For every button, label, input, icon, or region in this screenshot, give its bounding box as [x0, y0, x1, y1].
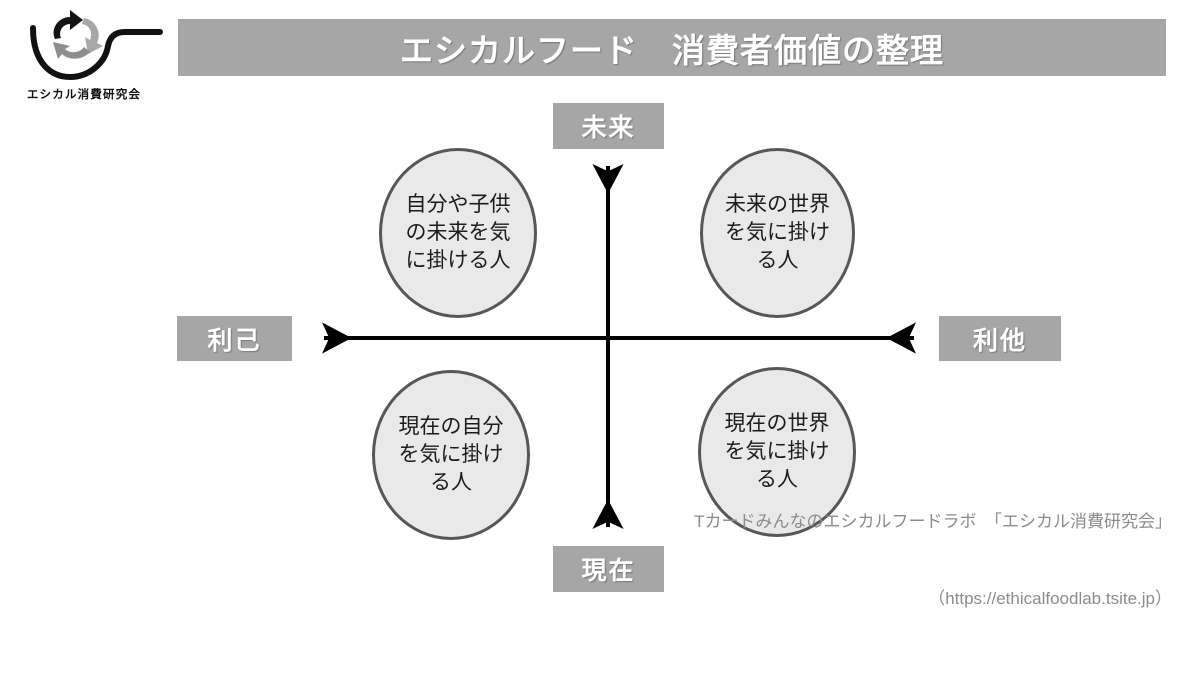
slide-footer: Tカードみんなのエシカルフードラボ 「エシカル消費研究会」 （https://e…: [694, 458, 1172, 662]
axis-label-left: 利己: [177, 316, 292, 361]
axis-label-right-text: 利他: [972, 326, 1027, 355]
quadrant-bubble-lower-right-text: 現在の世界を気に掛ける人: [724, 412, 830, 491]
axis-label-bottom: 現在: [553, 546, 664, 592]
quadrant-bubble-upper-left: 自分や子供の未来を気に掛ける人: [379, 148, 537, 318]
axis-label-top: 未来: [553, 103, 664, 149]
logo-caption: エシカル消費研究会: [26, 89, 142, 101]
axis-label-left-text: 利己: [207, 326, 262, 355]
quadrant-bubble-upper-right-text: 未来の世界を気に掛ける人: [725, 193, 830, 272]
footer-source-line: Tカードみんなのエシカルフードラボ 「エシカル消費研究会」: [694, 512, 1172, 531]
axis-label-top-text: 未来: [581, 114, 636, 142]
quadrant-bubble-lower-right: 現在の世界を気に掛ける人: [698, 367, 856, 537]
quadrant-bubble-lower-left: 現在の自分を気に掛ける人: [372, 370, 530, 540]
organization-logo: エシカル消費研究会: [8, 6, 168, 110]
axis-label-bottom-text: 現在: [581, 557, 636, 585]
quadrant-bubble-upper-left-text: 自分や子供の未来を気に掛ける人: [405, 193, 511, 272]
axis-label-right: 利他: [939, 316, 1061, 361]
spoon-recycle-icon: [30, 10, 163, 80]
footer-url-line: （https://ethicalfoodlab.tsite.jp）: [928, 588, 1172, 608]
slide-title-bar: エシカルフード 消費者価値の整理: [178, 19, 1166, 76]
page-title: エシカルフード 消費者価値の整理: [400, 31, 944, 69]
quadrant-bubble-lower-left-text: 現在の自分を気に掛ける人: [398, 415, 504, 494]
quadrant-bubble-upper-right: 未来の世界を気に掛ける人: [700, 148, 855, 318]
